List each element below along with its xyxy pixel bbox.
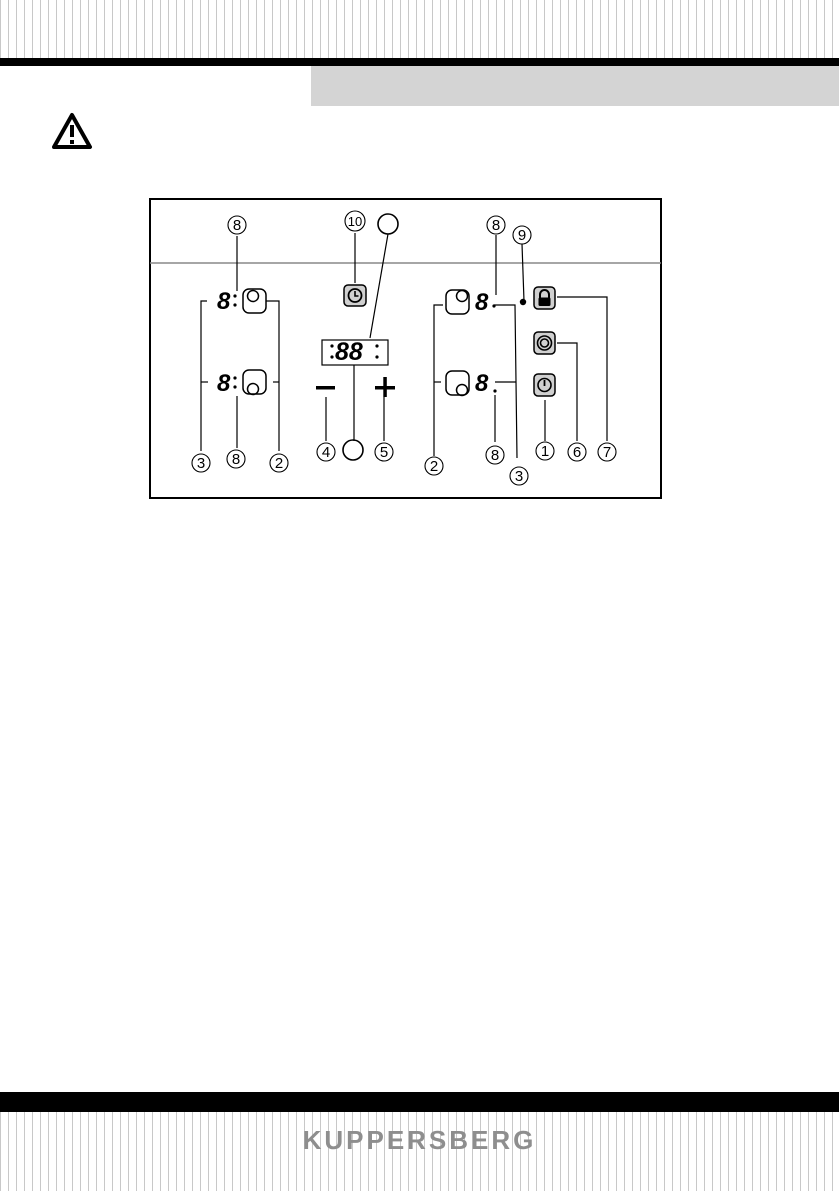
callout-bottom-5: 5: [380, 444, 388, 461]
section-header-bar: [311, 66, 839, 106]
boost-icon: [534, 332, 555, 354]
callout-top-right-8: 8: [492, 217, 500, 234]
callout-top-9: 9: [518, 227, 526, 244]
zone-display-right-bottom: 8: [475, 370, 489, 397]
callout-bottom-right-3: 3: [515, 468, 523, 485]
callout-bottom-6: 6: [573, 444, 581, 461]
callout-bottom-right-2: 2: [430, 458, 438, 475]
timer-display-digits: 88: [335, 338, 363, 366]
control-panel-diagram: 8 8 8 8 88: [149, 198, 662, 499]
callout-bottom-1: 1: [541, 443, 549, 460]
callout-bottom-left-8: 8: [232, 451, 240, 468]
callout-bottom-left-3: 3: [197, 455, 205, 472]
zone-display-right-top: 8: [475, 289, 489, 316]
callout-bottom-7: 7: [603, 444, 611, 461]
callout-bottom-right-8: 8: [491, 447, 499, 464]
timer-icon: [344, 285, 366, 306]
callout-top-left-8: 8: [233, 217, 241, 234]
warning-icon: [51, 112, 93, 150]
callout-bottom-4: 4: [322, 444, 330, 461]
power-icon: [534, 374, 555, 396]
brand-logo: KUPPERSBERG: [0, 1125, 839, 1156]
minus-icon: [316, 386, 335, 390]
top-stripe-band: [0, 0, 839, 58]
top-rule: [0, 58, 839, 66]
lock-icon: [534, 287, 555, 309]
zone-display-left-top: 8: [217, 288, 231, 315]
lock-indicator-dot: [520, 299, 526, 305]
bottom-rule: [0, 1092, 839, 1112]
callout-bottom-left-2: 2: [275, 455, 283, 472]
zone-display-left-bottom: 8: [217, 370, 231, 397]
callout-timer-10: 10: [348, 214, 362, 229]
